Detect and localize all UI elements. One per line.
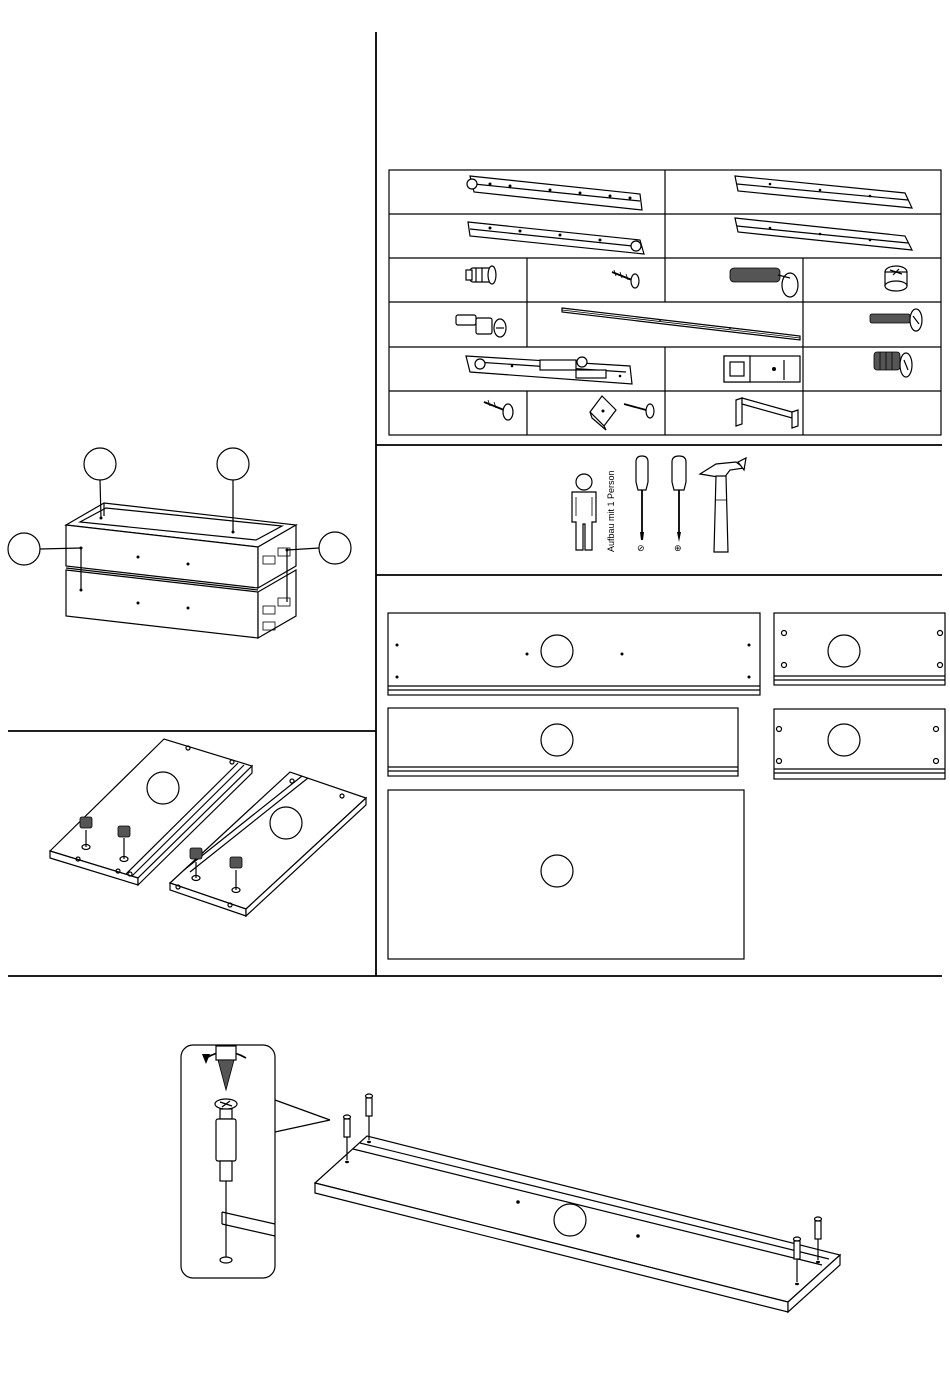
callout-circle bbox=[554, 1204, 586, 1236]
step1-back-panel bbox=[315, 1094, 840, 1312]
callout-circle bbox=[147, 772, 179, 804]
person-icon bbox=[572, 474, 596, 550]
angle-bracket-icon bbox=[736, 398, 798, 428]
callout-circle bbox=[541, 635, 573, 667]
phillips-screwdriver-icon: ⊕ bbox=[672, 456, 686, 553]
callout-circle bbox=[270, 807, 302, 839]
part-drawer-side-b bbox=[774, 709, 945, 779]
callout-circle bbox=[828, 635, 860, 667]
wood-screw-icon bbox=[612, 270, 639, 288]
cabinet-runner-right bbox=[735, 218, 912, 250]
parts-panel bbox=[388, 613, 945, 959]
machine-screw-icon bbox=[870, 309, 922, 331]
cam-lock-icon bbox=[885, 266, 907, 291]
part-drawer-front bbox=[388, 708, 738, 776]
long-dowel-screw-icon bbox=[730, 268, 798, 297]
short-screw-icon bbox=[484, 400, 513, 420]
connector-bolt-icon bbox=[456, 315, 506, 337]
callout-circle bbox=[319, 532, 351, 564]
flat-screwdriver-mark: ⊘ bbox=[637, 543, 645, 553]
rail-bar-icon bbox=[562, 308, 800, 340]
corner-block-icon bbox=[590, 396, 654, 430]
callout-circle bbox=[217, 448, 249, 480]
callout-circle bbox=[541, 855, 573, 887]
drawer-runner-right bbox=[468, 222, 644, 254]
part-drawer-bottom bbox=[388, 790, 744, 959]
cabinet-runner-left bbox=[735, 176, 912, 208]
callout-circle bbox=[84, 448, 116, 480]
part-drawer-back bbox=[388, 613, 760, 695]
mounting-bracket-icon bbox=[724, 356, 800, 382]
soft-close-mechanism-icon bbox=[466, 356, 632, 384]
drawer-runner-left bbox=[467, 176, 642, 210]
part-drawer-side-a bbox=[774, 613, 945, 685]
step1-detail-inset bbox=[181, 1045, 330, 1278]
preassembly-panels bbox=[50, 739, 366, 916]
flat-screwdriver-icon: ⊘ bbox=[636, 456, 648, 553]
callout-circle bbox=[8, 533, 40, 565]
cam-dowel-icon bbox=[466, 266, 496, 284]
fittings-table bbox=[389, 170, 941, 435]
overview-drawer-unit bbox=[8, 448, 351, 638]
callout-circle bbox=[541, 724, 573, 756]
hammer-icon bbox=[700, 458, 746, 552]
phillips-screwdriver-mark: ⊕ bbox=[674, 543, 682, 553]
tools-panel: Aufbau mit 1 Person ⊘ ⊕ bbox=[572, 456, 746, 553]
callout-circle bbox=[828, 724, 860, 756]
persons-label: Aufbau mit 1 Person bbox=[606, 470, 616, 552]
euro-screw-icon bbox=[874, 352, 912, 377]
